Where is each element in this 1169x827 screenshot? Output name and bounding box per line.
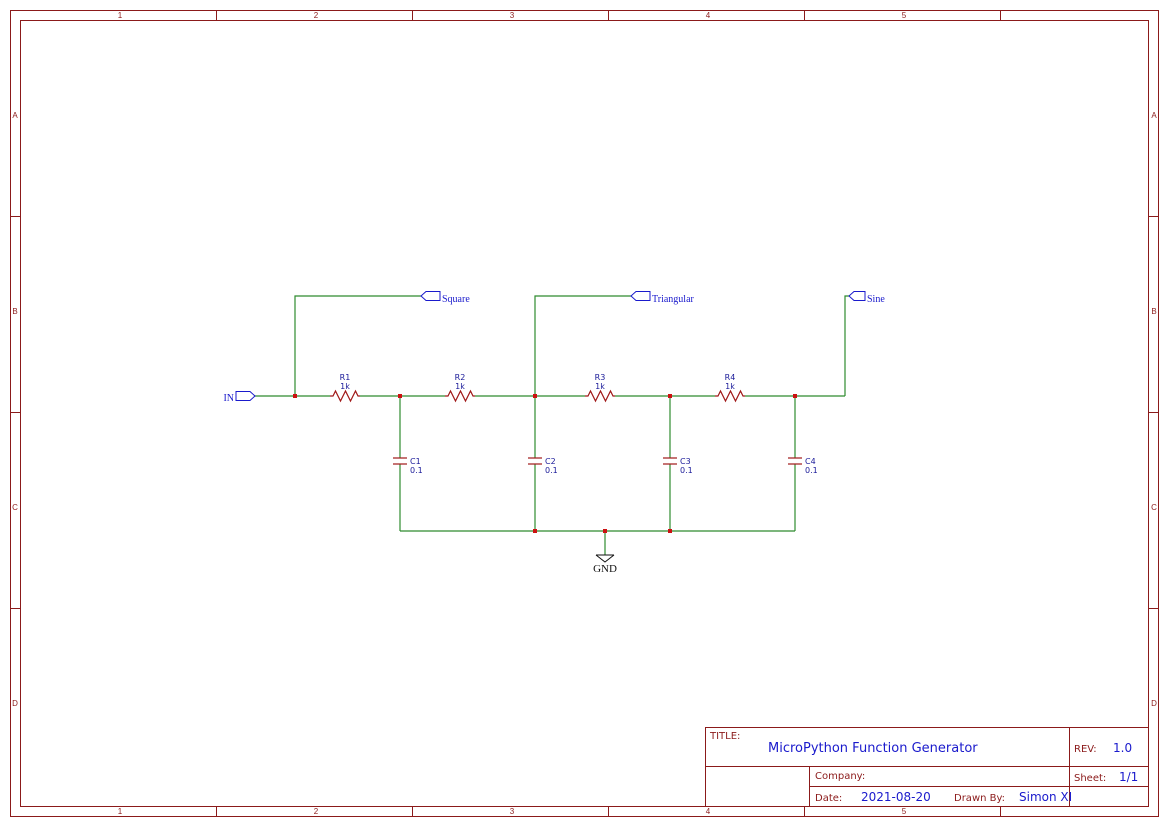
capacitor-labels: C1 0.1 C2 0.1 C3 0.1 C4 0.1	[410, 457, 818, 475]
junction-dot	[793, 394, 797, 398]
column-label: 5	[902, 807, 907, 816]
resistor-labels: R1 1k R2 1k R3 1k R4 1k	[340, 373, 736, 391]
date-caption: Date:	[815, 793, 842, 804]
rev-caption: REV:	[1074, 744, 1097, 755]
column-label: 4	[706, 11, 711, 20]
company-caption: Company:	[815, 771, 865, 782]
column-label: 3	[510, 807, 515, 816]
resistor-r2[interactable]	[445, 389, 475, 403]
junction-dot	[398, 394, 402, 398]
ground-symbol[interactable]	[595, 554, 615, 563]
resistor-value: 1k	[455, 382, 465, 391]
junction-dot	[533, 529, 537, 533]
square-port-icon[interactable]	[420, 291, 441, 301]
capacitor-ref: C1	[410, 457, 421, 466]
resistors	[330, 389, 745, 403]
capacitor-c4[interactable]	[788, 457, 802, 465]
sine-port-icon[interactable]	[848, 291, 866, 301]
column-label: 2	[314, 807, 319, 816]
capacitor-value: 0.1	[545, 466, 558, 475]
resistor-ref: R4	[725, 373, 736, 382]
capacitor-ref: C4	[805, 457, 816, 466]
resistor-symbol	[330, 389, 360, 403]
capacitor-value: 0.1	[680, 466, 693, 475]
row-label: C	[1151, 503, 1157, 512]
column-label: 3	[510, 11, 515, 20]
triangular-net-label: Triangular	[652, 294, 695, 305]
input-net-label: IN	[223, 393, 234, 404]
wire-sine-tap	[844, 295, 849, 396]
drawing-title: MicroPython Function Generator	[768, 741, 978, 756]
input-port-icon[interactable]	[235, 391, 256, 401]
square-net-label: Square	[442, 294, 470, 305]
sheet-value: 1/1	[1119, 770, 1138, 784]
capacitor-value: 0.1	[410, 466, 423, 475]
resistor-symbol	[585, 389, 615, 403]
drawn-by-value: Simon XI	[1019, 790, 1072, 804]
column-label: 1	[118, 11, 123, 20]
outer-border	[10, 10, 1159, 817]
inner-border	[20, 20, 1149, 807]
junction-dot	[603, 529, 607, 533]
row-label: B	[12, 307, 17, 316]
rev-value: 1.0	[1113, 741, 1132, 755]
capacitor-ref: C2	[545, 457, 556, 466]
row-labels-left: A B C D	[12, 111, 18, 708]
row-label: A	[1151, 111, 1157, 120]
drawn-by-caption: Drawn By:	[954, 793, 1005, 804]
row-label: B	[1151, 307, 1156, 316]
column-label: 1	[118, 807, 123, 816]
row-label: D	[12, 699, 18, 708]
title-block	[705, 727, 1149, 807]
capacitor-c2[interactable]	[528, 457, 542, 465]
column-labels-bottom: 1 2 3 4 5	[118, 807, 907, 816]
column-labels-top: 1 2 3 4 5	[118, 11, 907, 20]
capacitors	[393, 457, 802, 465]
resistor-value: 1k	[340, 382, 350, 391]
junction-dot	[668, 394, 672, 398]
wire-square-tap	[294, 295, 421, 396]
triangular-port-icon[interactable]	[630, 291, 651, 301]
row-label: A	[12, 111, 18, 120]
capacitor-c3[interactable]	[663, 457, 677, 465]
capacitor-value: 0.1	[805, 466, 818, 475]
junction-dot	[293, 394, 297, 398]
ground-net-label: GND	[593, 563, 617, 575]
resistor-value: 1k	[725, 382, 735, 391]
date-value: 2021-08-20	[861, 790, 931, 804]
column-label: 2	[314, 11, 319, 20]
resistor-symbol	[715, 389, 745, 403]
row-label: D	[1151, 699, 1157, 708]
resistor-r4[interactable]	[715, 389, 745, 403]
column-label: 5	[902, 11, 907, 20]
row-labels-right: A B C D	[1151, 111, 1157, 708]
resistor-r1[interactable]	[330, 389, 360, 403]
resistor-symbol	[445, 389, 475, 403]
wire-triangular-tap	[534, 295, 631, 396]
sheet-caption: Sheet:	[1074, 773, 1106, 784]
junction-dot	[533, 394, 537, 398]
resistor-r3[interactable]	[585, 389, 615, 403]
net-flags	[235, 291, 866, 401]
resistor-value: 1k	[595, 382, 605, 391]
resistor-ref: R1	[340, 373, 351, 382]
wires	[255, 295, 849, 555]
title-caption: TITLE:	[709, 731, 740, 742]
resistor-ref: R2	[455, 373, 466, 382]
drawing-frame	[10, 10, 1159, 817]
row-label: C	[12, 503, 18, 512]
sine-net-label: Sine	[867, 294, 885, 305]
column-label: 4	[706, 807, 711, 816]
resistor-ref: R3	[595, 373, 606, 382]
junction-dot	[668, 529, 672, 533]
junctions	[293, 394, 797, 533]
ground-arrow-icon	[595, 554, 615, 563]
capacitor-ref: C3	[680, 457, 691, 466]
capacitor-c1[interactable]	[393, 457, 407, 465]
